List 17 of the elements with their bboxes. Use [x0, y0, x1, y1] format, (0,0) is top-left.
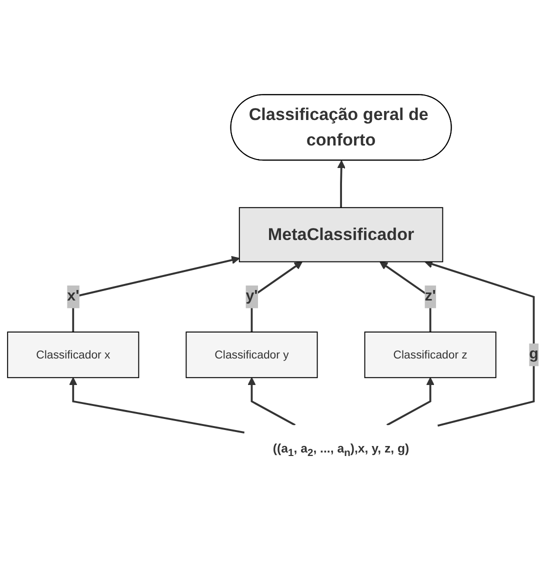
- arrow: [68, 376, 245, 434]
- node-text: ((a$_{1}$, a$_{2}$, ..., a$_{n}$),x, y, z, g): [272, 440, 410, 458]
- edge-label: x': [67, 288, 80, 304]
- node-box: Classificador x: [7, 331, 140, 378]
- arrow: [250, 260, 303, 332]
- edge-label: y': [246, 288, 258, 304]
- arrow: [337, 160, 346, 208]
- arrow: [248, 376, 296, 426]
- node-box: Classificador z: [364, 331, 496, 378]
- arrow: [72, 255, 240, 332]
- edge-label: g: [529, 346, 538, 362]
- edge-label: z': [424, 288, 436, 304]
- node-box: Classificador y: [186, 331, 318, 378]
- arrow: [380, 260, 432, 332]
- node-box: MetaClassificador: [238, 206, 444, 262]
- arrow: [424, 260, 535, 426]
- arrow: [386, 376, 434, 426]
